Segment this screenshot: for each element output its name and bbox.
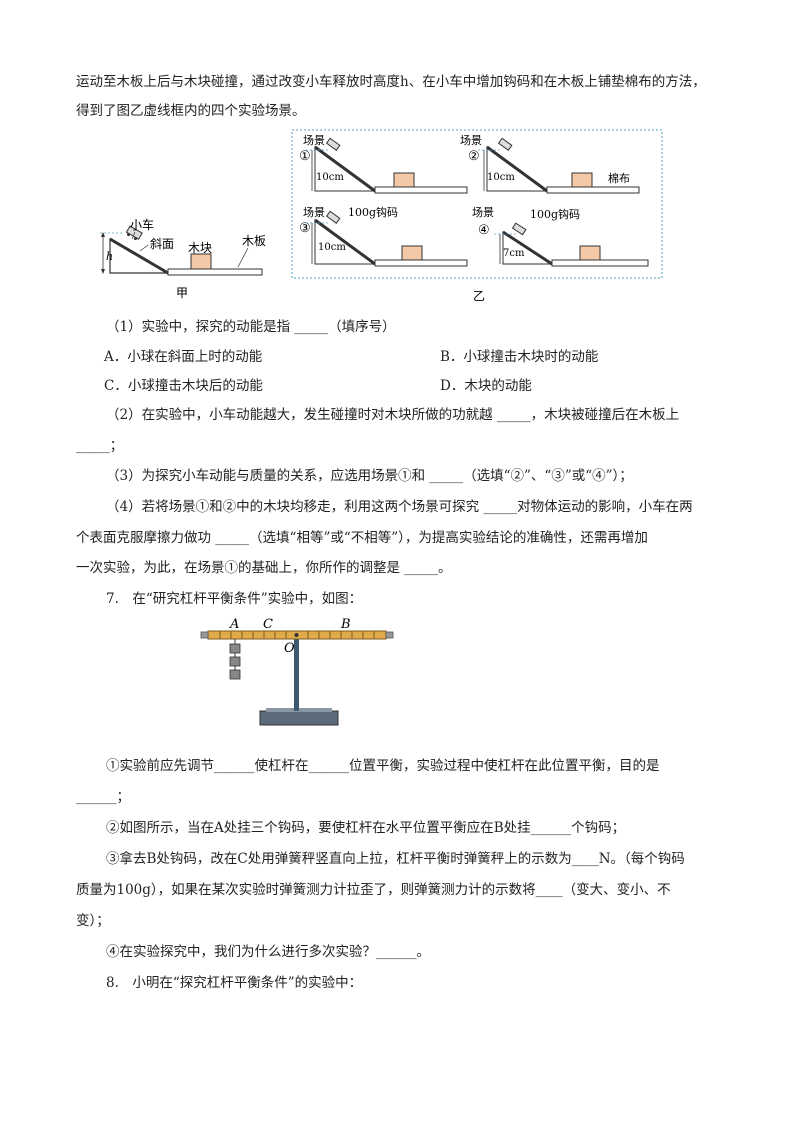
q7-step-3a: ③拿去B处钩码，改在C处用弹簧秤竖直向上拉，杠杆平衡时弹簧秤上的示数为____N… [106, 851, 685, 867]
weight-2 [229, 656, 241, 667]
q6-part-4a: （4）若将场景①和②中的木块均移走，利用这两个场景可探究 _____对物体运动的… [106, 499, 693, 515]
scene-1-num: ① [299, 149, 311, 164]
q7-step-3c: 变）； [76, 913, 110, 929]
scene-1-word: 场景 [303, 133, 325, 147]
label-slope: 斜面 [150, 237, 174, 251]
caption-yi: 乙 [473, 289, 485, 303]
label-h: h [106, 250, 113, 263]
scene-4-word: 场景 [472, 205, 494, 219]
scene-2-word: 场景 [460, 133, 482, 147]
label-o: O [284, 641, 295, 656]
scene-3-height: 10cm [318, 242, 346, 253]
q6-part-2b: _____； [76, 438, 124, 454]
q7-step-2: ②如图所示，当在A处挂三个钩码，要使杠杆在水平位置平衡应在B处挂______个钩… [106, 820, 626, 836]
car [125, 225, 143, 241]
q7-step-4: ④在实验探究中，我们为什么进行多次实验？______。 [106, 944, 430, 960]
scene-3-num: ③ [299, 221, 311, 236]
board [167, 268, 263, 276]
label-block: 木块 [188, 241, 212, 255]
scene-4-num: ④ [478, 223, 490, 238]
scene-2-height: 10cm [487, 172, 515, 183]
scene-3-weight: 100g钩码 [348, 205, 398, 219]
scene-4-height: 7cm [503, 248, 525, 259]
q6-part-2a: （2）在实验中，小车动能越大，发生碰撞时对木块所做的功就越 _____，木块被碰… [106, 407, 680, 423]
q6-part-4b: 个表面克服摩擦力做功 _____（选填“相等”或“不相等”），为提高实验结论的准… [76, 530, 648, 546]
q7-step-3b: 质量为100g），如果在某次实验时弹簧测力计拉歪了，则弹簧测力计的示数将____… [76, 882, 671, 898]
label-car: 小车 [130, 217, 154, 232]
scene-1: 场景 ① 10cm [299, 133, 468, 194]
label-board: 木板 [242, 234, 266, 248]
figure-yi: 场景 ① 10cm 场景 ② 10cm 棉布 场景 ③ 10cm 10 [291, 129, 663, 303]
scene-2-num: ② [468, 149, 480, 164]
intro-line-1: 运动至木板上后与木块碰撞，通过改变小车释放时高度h、在小车中增加钩码和在木板上铺… [76, 74, 706, 90]
q7-step-1b: ______； [76, 789, 130, 805]
figure-jia: h 小车 斜面 木块 木板 甲 [100, 217, 266, 300]
q7-step-1a: ①实验前应先调节______使杠杆在______位置平衡，实验过程中使杠杆在此位… [106, 758, 660, 774]
weight-1 [229, 643, 241, 654]
q7-title: 7. 在“研究杠杆平衡条件”实验中，如图： [106, 591, 363, 607]
label-c: C [263, 617, 273, 632]
q6-part-1: （1）实验中，探究的动能是指 _____（填序号） [106, 319, 396, 335]
lever-pole [294, 634, 299, 711]
q6-option-c: C．小球撞击木块后的动能 [104, 378, 263, 394]
q6-part-4c: 一次实验，为此，在场景①的基础上，你所作的调整是 _____。 [76, 560, 452, 576]
label-b: B [340, 617, 351, 632]
q6-option-d: D．木块的动能 [440, 378, 532, 394]
q8-title: 8. 小明在“探究杠杆平衡条件”的实验中： [106, 975, 363, 991]
dashed-frame [291, 129, 663, 279]
scene-4: 场景 ④ 7cm 100g钩码 [472, 205, 649, 267]
q6-option-a: A．小球在斜面上时的动能 [104, 349, 263, 365]
lever-base [259, 710, 339, 726]
block [190, 253, 212, 270]
q6-part-3: （3）为探究小车动能与质量的关系，应选用场景①和 _____（选填“②”、“③”… [106, 468, 633, 484]
cloth-label: 棉布 [608, 171, 630, 185]
q6-option-b: B．小球撞击木块时的动能 [440, 349, 599, 365]
caption-jia: 甲 [176, 286, 188, 300]
weight-3 [229, 669, 241, 680]
scene-3: 场景 ③ 10cm 100g钩码 [299, 205, 468, 267]
scene-3-word: 场景 [303, 205, 325, 219]
label-a: A [229, 617, 239, 632]
scene-2: 场景 ② 10cm 棉布 [460, 133, 640, 194]
scene-1-height: 10cm [316, 172, 344, 183]
lever-figure: A C B O [200, 617, 394, 726]
scene-4-weight: 100g钩码 [530, 207, 580, 221]
intro-line-2: 得到了图乙虚线框内的四个实验场景。 [76, 103, 306, 119]
